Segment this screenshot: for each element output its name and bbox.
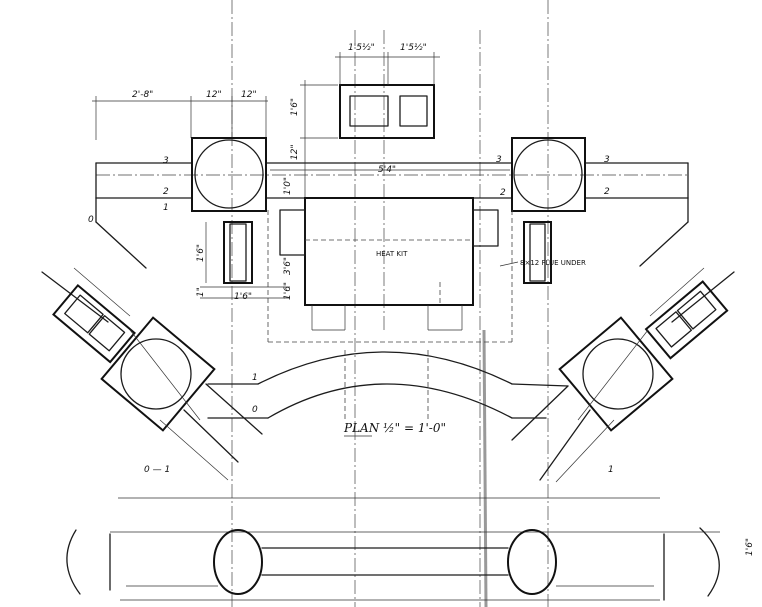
grid-mark-left-1: 1: [163, 203, 169, 213]
dim-12-b: 12": [241, 90, 257, 100]
dim-height-1-6-c: 1'6": [196, 244, 206, 262]
dim-height-3-6: 3'6": [283, 257, 293, 275]
dim-height-1-0: 1'0": [283, 177, 293, 195]
edge-note: 1'6": [745, 538, 755, 556]
plan-title: PLAN ½" = 1'-0": [343, 421, 446, 435]
grid-mark-right-3a: 3: [496, 155, 502, 165]
grid-mark-right-3b: 3: [604, 155, 610, 165]
grid-mark-left-2: 2: [163, 187, 169, 197]
dim-height-12: 12": [290, 144, 300, 160]
dim-2-8: 2'-8": [132, 90, 153, 100]
mark-1-right: 1: [608, 465, 614, 475]
column-top-right: [511, 137, 586, 212]
dim-span: 5'4": [378, 165, 396, 175]
dim-height-1-6: 1'6": [290, 98, 300, 116]
horizontal-band: 5'4" 3 2 1 3 2 3 2: [95, 155, 689, 213]
column-top-left: [191, 137, 267, 212]
right-wing: 1: [511, 197, 735, 483]
top-left-dimensions: 2'-8" 12" 12": [92, 90, 268, 140]
mark-0-left: 0: [88, 215, 94, 225]
heat-kit-label: HEAT KIT: [376, 250, 408, 258]
lower-elevation: 1'6": [66, 497, 755, 601]
grid-mark-right-2a: 2: [500, 188, 506, 198]
center-lines: [96, 0, 690, 607]
heat-kit: HEAT KIT 3'6" 1'0" 1'6": [267, 177, 513, 343]
grid-mark-left-3: 3: [163, 156, 169, 166]
top-flue-box: 1'5½" 1'5½" 1'6" 12": [290, 43, 440, 198]
mark-0-center: 0: [252, 405, 258, 415]
flue-slot-left: 1'6" 1'6" 1": [196, 221, 290, 302]
left-wing: 0 0 — 1: [41, 197, 263, 481]
dim-height-1-6-b: 1'6": [283, 282, 293, 300]
dim-top-width-1: 1'5½": [348, 43, 375, 53]
dim-width-1-6: 1'6": [234, 292, 252, 302]
central-arch: 0 1: [207, 350, 569, 420]
dim-height-1: 1": [196, 287, 206, 297]
plan-title-block: PLAN ½" = 1'-0": [343, 421, 446, 437]
mark-0-1-left: 0 — 1: [144, 465, 170, 475]
flue-note: 8×12 FLUE UNDER: [520, 259, 586, 267]
flue-slot-right: 8×12 FLUE UNDER: [499, 221, 586, 284]
mark-1-center: 1: [252, 373, 258, 383]
dim-top-width-2: 1'5½": [400, 43, 427, 53]
grid-mark-right-2b: 2: [604, 187, 610, 197]
dim-12-a: 12": [206, 90, 222, 100]
